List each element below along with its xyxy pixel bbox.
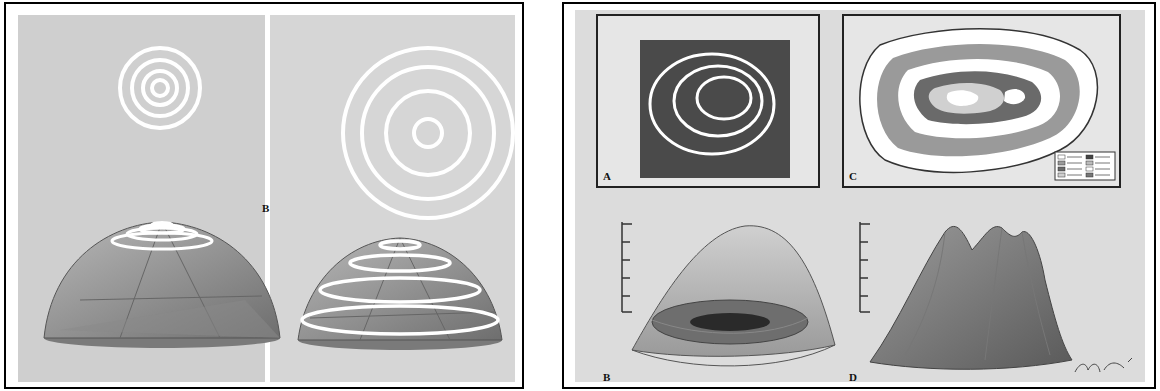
panel-letter: B <box>262 203 269 214</box>
panel-letter: B <box>603 372 610 383</box>
panel-letter: D <box>849 372 857 383</box>
panel-letter: C <box>849 171 857 182</box>
panel-letter: A <box>603 171 611 182</box>
